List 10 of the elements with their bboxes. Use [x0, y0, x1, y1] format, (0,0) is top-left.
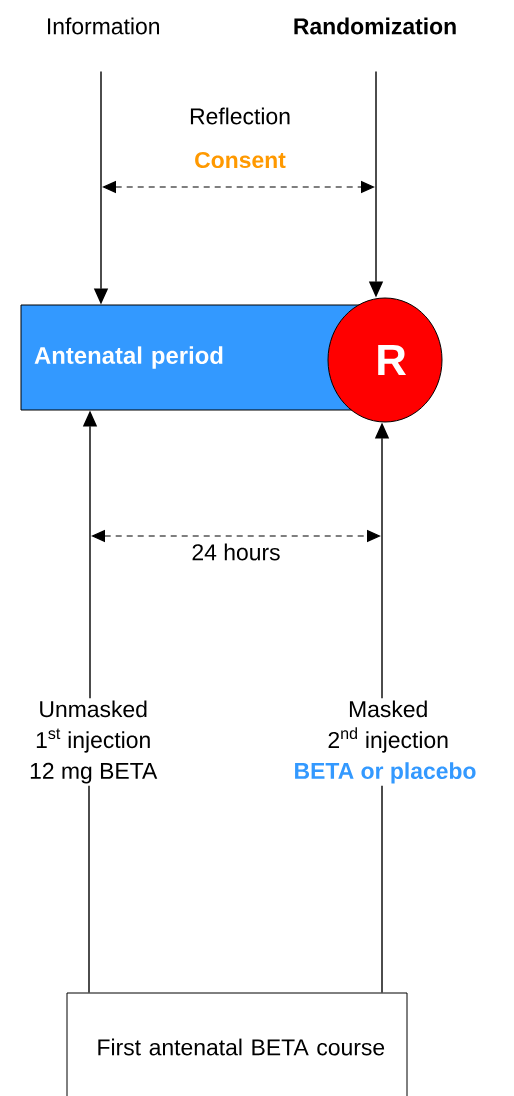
- step-text: Unmasked 1$^{st}$ injection 12 mg BETA: [30, 700, 158, 784]
- label-text: Information: [48, 17, 159, 35]
- label-text: Reflection: [190, 107, 290, 125]
- label-text: 24 hours: [192, 543, 280, 561]
- label-text: Consent: [195, 151, 286, 169]
- label-text: Randomization: [294, 17, 456, 35]
- step-text: Masked 2$^{nd}$ injection BETA or placebo: [295, 700, 476, 784]
- process-box: Antenatal period: [20, 304, 371, 411]
- circle-node: R: [327, 297, 443, 423]
- process-box: First antenatal BETA course: [66, 992, 408, 1096]
